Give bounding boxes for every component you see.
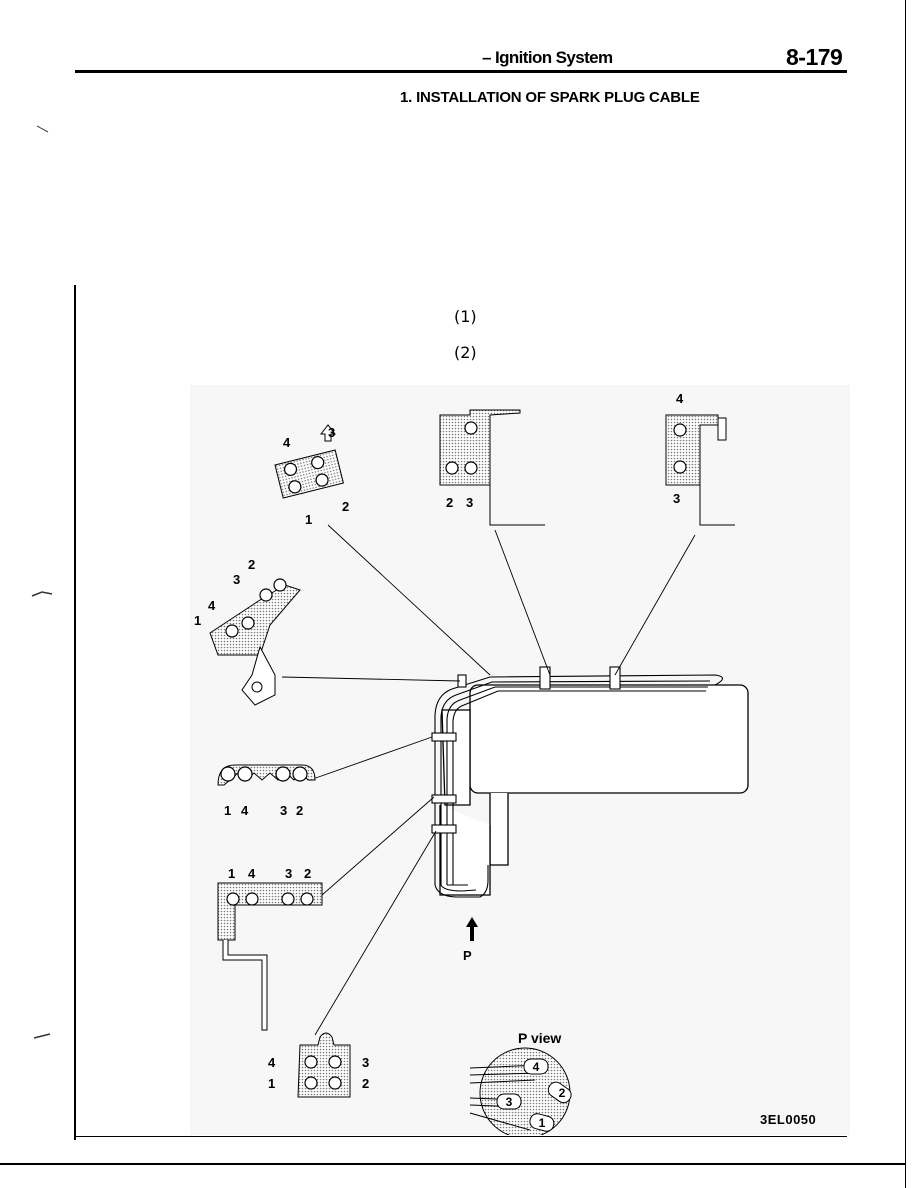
clamp-left-bracket (209, 578, 301, 706)
step-2-number: (2) (454, 343, 477, 362)
svg-text:1: 1 (539, 1116, 546, 1130)
leader-lines (281, 524, 696, 1036)
svg-text:3: 3 (280, 803, 287, 818)
scan-mark (31, 591, 53, 597)
clamp-long-stay (217, 882, 323, 1031)
footer-rule (0, 1163, 906, 1165)
p-view-detail (469, 1047, 572, 1135)
svg-text:4: 4 (268, 1055, 276, 1070)
svg-text:1: 1 (305, 512, 312, 527)
svg-text:2: 2 (296, 803, 303, 818)
page-title: 1. INSTALLATION OF SPARK PLUG CABLE (400, 89, 700, 106)
svg-text:3: 3 (673, 491, 680, 506)
svg-text:4: 4 (533, 1060, 540, 1074)
p-view-label: P view (518, 1030, 562, 1046)
svg-text:3: 3 (328, 425, 335, 440)
header-rule (75, 70, 847, 73)
svg-text:1: 1 (224, 803, 231, 818)
svg-text:2: 2 (446, 495, 453, 510)
content-border (74, 285, 76, 1140)
page-edge-line (905, 0, 906, 1188)
p-arrow-label: P (463, 948, 472, 963)
svg-text:2: 2 (559, 1086, 566, 1100)
page-number: 8-179 (786, 44, 843, 70)
p-direction-arrow-icon (466, 917, 478, 941)
svg-text:2: 2 (304, 866, 311, 881)
clamp-bottom (297, 1032, 351, 1098)
scan-mark (36, 125, 49, 133)
svg-text:4: 4 (241, 803, 249, 818)
svg-text:1: 1 (228, 866, 235, 881)
step-1-number: (1) (454, 307, 477, 326)
clamp-top-middle (439, 409, 545, 526)
figure-code: 3EL0050 (760, 1112, 817, 1127)
svg-text:3: 3 (233, 572, 240, 587)
figure-bottom-rule (75, 1136, 847, 1137)
scan-mark (33, 1033, 51, 1039)
svg-text:4: 4 (283, 435, 291, 450)
svg-text:3: 3 (506, 1095, 513, 1109)
clamp-top-right (665, 414, 735, 526)
up-arrow-icon (319, 424, 337, 442)
section-title: – Ignition System (482, 48, 613, 67)
svg-text:3: 3 (285, 866, 292, 881)
svg-text:3: 3 (466, 495, 473, 510)
svg-text:2: 2 (362, 1076, 369, 1091)
cable-bundle (431, 666, 724, 898)
svg-text:4: 4 (248, 866, 256, 881)
clamp-comb (217, 764, 316, 786)
svg-text:4: 4 (676, 391, 684, 406)
svg-text:4: 4 (208, 598, 216, 613)
clamp-top-left (274, 449, 344, 499)
svg-text:3: 3 (362, 1055, 369, 1070)
svg-text:1: 1 (268, 1076, 275, 1091)
svg-text:2: 2 (342, 499, 349, 514)
svg-text:1: 1 (194, 613, 201, 628)
svg-text:2: 2 (248, 557, 255, 572)
